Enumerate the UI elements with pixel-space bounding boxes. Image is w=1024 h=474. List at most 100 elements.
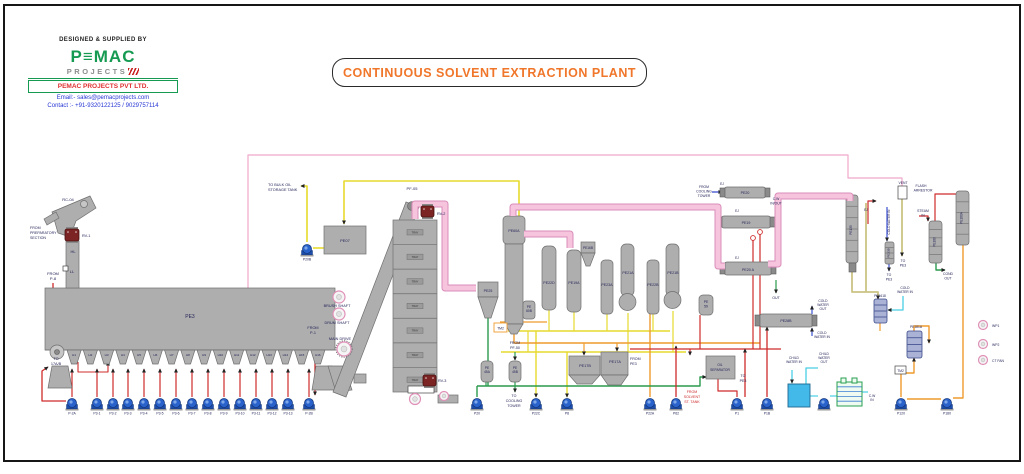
pump-eye [647, 400, 651, 404]
hopper-H11 [229, 349, 245, 365]
hopper-H1 [66, 349, 82, 365]
pipe-c [805, 367, 818, 384]
rv-3-rotary-valve [422, 374, 437, 387]
pump-eye [285, 400, 289, 404]
hopper-label: H13 [266, 353, 272, 357]
hopper-H13 [261, 349, 277, 365]
pump-label: P3-10 [235, 412, 244, 416]
diagram-label: PE135 [849, 225, 853, 235]
hopper-H2 [82, 349, 98, 365]
diagram-label: DRUM SHAFT [325, 321, 351, 325]
valve-flange [66, 241, 78, 243]
pe19a-column [566, 249, 582, 313]
pe21b-column [665, 243, 680, 297]
diagram-label: PE19 [742, 221, 751, 225]
pump-eye [173, 400, 177, 404]
pump-base [643, 408, 657, 411]
vapour-duct [510, 204, 725, 269]
sight-glass [750, 235, 756, 241]
vessel [840, 377, 847, 384]
pump-label: P22A [646, 412, 655, 416]
diagram-label: PE33B [887, 248, 891, 257]
vessel [851, 377, 858, 384]
diagram-label: PE21B [667, 271, 679, 275]
hopper-label: H1 [72, 353, 76, 357]
pipe-o [953, 245, 964, 399]
diagram-label: RC-04 [62, 197, 74, 202]
pipe-tp [247, 154, 903, 288]
diagram-label: C.W [773, 197, 780, 201]
valve-bolt [432, 377, 434, 379]
pipe-r [717, 379, 738, 397]
pump-label: P3-1 [93, 412, 100, 416]
motor-hub [980, 357, 986, 363]
diagram-label: PE180 [933, 237, 937, 247]
pe16b-cone [580, 252, 596, 267]
diagram-label: EJ [735, 209, 739, 213]
diagram-label: PE20 [741, 191, 750, 195]
diagram-label: COLD [818, 299, 828, 303]
pump-base [137, 408, 151, 411]
rv-1-rotary-valve [64, 228, 80, 242]
valve-bolt [430, 208, 432, 210]
diagram-label: PE3 [630, 362, 637, 366]
diagram-label: FROM [307, 326, 318, 330]
hopper-label: H7 [170, 353, 174, 357]
diagram-label: COOLING [696, 190, 712, 194]
pipe-o [900, 357, 916, 397]
pump-label: P-2A [68, 412, 76, 416]
pump-label: P3-12 [267, 412, 276, 416]
diagram-label: TO [53, 357, 58, 361]
pe25-cone [477, 296, 499, 319]
pump-label: P3-13 [283, 412, 292, 416]
diagram-label: OUT [944, 277, 951, 281]
pump-eye [237, 400, 241, 404]
tray-label-box [406, 253, 424, 260]
diagram-label: PE17B [579, 364, 591, 368]
diagram-label: OUT [772, 296, 780, 300]
vessel [769, 216, 776, 228]
valve-bolt [423, 208, 425, 210]
diagram-label: SECTION [30, 236, 46, 240]
hopper-label: H3 [105, 353, 109, 357]
diagram-label: PF-50 [510, 346, 520, 350]
diagram-label: OIL [717, 363, 722, 367]
valve-flange [422, 217, 433, 219]
diagram-label: ST. TANK [684, 400, 700, 404]
hopper-H7 [164, 349, 180, 365]
diagram-label: IN [921, 214, 925, 218]
valve-flange [424, 386, 435, 388]
pump-base [233, 408, 247, 411]
extractor-left-leg [47, 365, 73, 389]
pump-base [121, 408, 135, 411]
diagram-label: TOWER [507, 404, 521, 408]
chilled-water-tank [787, 383, 811, 408]
diagram-label: PE [485, 366, 489, 370]
hopper-label: H15 [299, 353, 305, 357]
hopper-label: H10 [218, 353, 224, 357]
diagram-label: EJ [735, 256, 739, 260]
pump-eye [673, 400, 677, 404]
diagram-label: PE [513, 366, 517, 370]
pipe-r [41, 366, 66, 402]
hopper-label: H9 [202, 353, 206, 357]
hopper-H3 [99, 349, 115, 365]
diagram-label: PE [704, 300, 709, 304]
pipe-g [935, 263, 946, 272]
diagram-label: TM2 [497, 327, 504, 331]
hopper-H15 [294, 349, 310, 365]
pump-base [302, 408, 316, 411]
diagram-label: FROM [510, 341, 521, 345]
diagram-label: WATER IN [814, 335, 830, 339]
pump-label: P3-3 [124, 412, 131, 416]
pump-label: P1B [764, 412, 771, 416]
rc-04-pulley [80, 200, 88, 208]
pump-eye [944, 400, 948, 404]
pump-label: P3-11 [252, 412, 261, 416]
diagram-label: PE3 [900, 264, 907, 268]
diagram-label: PE23A [601, 283, 613, 287]
brand-underline [28, 78, 178, 80]
diagram-label: C.W [869, 394, 876, 398]
diagram-label: WATER IN [897, 290, 913, 294]
diagram-label: CT FAN [992, 359, 1005, 363]
